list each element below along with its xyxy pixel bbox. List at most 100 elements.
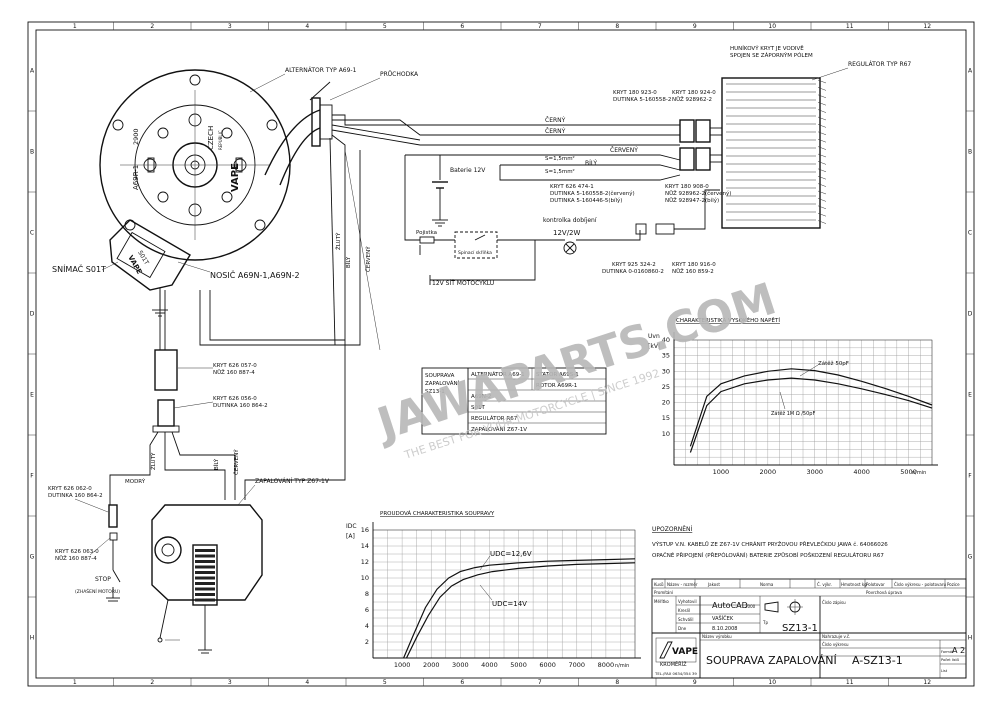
charge-lamp-label: kontrolka dobíjení [543, 217, 597, 224]
frame-row-left-F: F [30, 473, 34, 480]
parts-set-line3: SZ13-1 [425, 389, 445, 395]
tb-nazev-vyrobku: Název výrobku [702, 634, 732, 639]
frame-row-right-B: B [968, 149, 972, 156]
tb-title: SOUPRAVA ZAPALOVÁNÍ [706, 654, 837, 667]
y-tick-label: 16 [361, 526, 369, 534]
tb-h-cislo-polotovaru: Číslo výkresu - polotovaru [894, 582, 947, 587]
parts-set-line2: ZAPALOVÁNÍ [425, 380, 460, 387]
y-tick-label: 25 [662, 383, 670, 391]
parts-set-line1: SOUPRAVA [425, 373, 455, 379]
series-line-1 [689, 368, 933, 447]
y-axis-label-unit: [A] [346, 533, 355, 540]
x-tick-label: 4000 [481, 661, 498, 669]
frame-col-bottom-4: 4 [305, 679, 309, 686]
parts-stator: STATOR A69S-1 [536, 372, 579, 378]
chart-title: CHARAKTERISTIKA VYSOKÉHO NAPĚTÍ [676, 316, 780, 324]
kryt-908-line2: NŮŽ 928962-2(červený) [665, 189, 731, 197]
ignition-switch-label: Spínací skříňka [458, 249, 492, 256]
notes-title: UPOZORNĚNÍ [652, 525, 693, 533]
vape-rotor-logo: VAPE [230, 163, 241, 192]
parts-row-4: ZAPALOVÁNÍ Z67-1V [471, 426, 527, 433]
tb-h-nazev: Název - rozměr [667, 582, 698, 587]
alternator-label: ALTERNÁTOR TYP A69-1 [285, 67, 357, 74]
kryt-925-line2: DUTINKA 0-0160860-2 [602, 269, 664, 275]
tb-nahrazuje: Nahrazuje v.č. [822, 634, 850, 639]
series-line-2 [689, 377, 933, 453]
kryt-924-line1: KRYT 180 924-0 [672, 90, 716, 96]
tb-pocet-listu: Počet listů [941, 658, 959, 662]
rotor-number: 2900 [132, 128, 140, 145]
frame-col-bottom-12: 12 [923, 679, 931, 686]
regulator-connectors [679, 119, 722, 171]
x-axis-label: n/min [912, 470, 926, 476]
series-label-1: Zátěž 50pF [818, 360, 849, 367]
engine-kill-label: (ZHAŠENÍ MOTORU) [75, 588, 120, 595]
frame-col-bottom-5: 5 [383, 679, 387, 686]
kryt-626-line1: KRYT 626 474-1 [550, 184, 594, 190]
x-tick-label: 5000 [510, 661, 527, 669]
frame-col-top-12: 12 [923, 23, 931, 30]
frame-row-left-B: B [30, 149, 34, 156]
y-tick-label: 20 [662, 399, 670, 407]
frame-row-right-G: G [968, 554, 973, 561]
frame-row-left-A: A [30, 68, 35, 75]
kryt-657-line1: KRYT 626 057-0 [213, 363, 257, 369]
notes-line1: VÝSTUP V.N. KABELŮ ZE Z67-1V CHRÁNIT PRY… [652, 540, 888, 548]
x-tick-label: 6000 [539, 661, 556, 669]
frame-row-left-C: C [30, 230, 34, 237]
tb-h-pozice: Pozice [947, 582, 960, 587]
tb-drawing-no: A-SZ13-1 [852, 654, 903, 667]
wire-label-cerveny-h: ČERVENÝ [610, 147, 638, 154]
y-tick-label: 10 [662, 430, 670, 438]
wire-label-zluty-1: ŽLUTÝ [334, 232, 342, 250]
tb-date: 8.10.2008 [712, 626, 737, 632]
x-axis-label: n/min [615, 663, 629, 669]
parts-row-3: REGULÁTOR R67 [471, 415, 518, 422]
battery-circuit [404, 154, 720, 285]
frame-col-bottom-6: 6 [460, 679, 464, 686]
company-name: VAPE [672, 647, 698, 657]
outer-frame [27, 21, 975, 687]
frame-ticks [28, 22, 974, 686]
y-tick-label: 35 [662, 352, 670, 360]
frame-col-top-11: 11 [846, 23, 854, 30]
frame-row-right-F: F [968, 473, 972, 480]
kryt-657-line2: NŮŽ 160 887-4 [213, 368, 255, 376]
motorcycle-network-label: 12V SÍŤ MOTOCYKLU [432, 279, 494, 287]
frame-col-top-8: 8 [615, 23, 619, 30]
charge-lamp-rating: 12V/2W [553, 229, 581, 237]
x-tick-label: 3000 [806, 468, 823, 476]
tb-format: A 2 [952, 646, 965, 655]
tb-cislo-vykresu: Číslo výkresu [822, 642, 849, 647]
kryt-658-line1: KRYT 626 056-0 [213, 396, 257, 402]
frame-col-top-10: 10 [768, 23, 776, 30]
company-tel: TEL./FAX 0634/354 39 [654, 671, 697, 676]
alternator-cable [199, 81, 680, 351]
tb-h-polotovar: Polotovar [866, 582, 885, 587]
kryt-923-line2: DUTINKA 5-160558-2 [613, 97, 671, 103]
parts-rotor: ROTOR A69R-1 [536, 383, 577, 389]
tb-role-4: Dne [678, 626, 687, 631]
parts-table: SOUPRAVA ZAPALOVÁNÍ SZ13-1 ALTERNÁTOR A6… [421, 367, 607, 435]
tb-tp: Tp [762, 620, 768, 625]
ignition-connectors [109, 290, 346, 505]
frame-col-bottom-7: 7 [538, 679, 542, 686]
frame-row-left-G: G [30, 554, 35, 561]
y-tick-label: 15 [662, 414, 670, 422]
frame-row-right-H: H [968, 635, 973, 642]
kryt-924-line2: NŮŽ 928962-2 [672, 95, 712, 103]
tb-h-cvykr: Č. výkr. [817, 582, 832, 587]
frame-col-top-2: 2 [150, 23, 154, 30]
rotor-code: A69R-1 [132, 165, 140, 190]
tb-cislo-zapisu: Číslo zápisu [822, 600, 846, 605]
y-axis-label-quantity: IDC [346, 523, 357, 530]
y-tick-label: 10 [361, 574, 369, 582]
tb-format-label: Formát [941, 650, 954, 654]
x-tick-label: 4000 [853, 468, 870, 476]
frame-col-top-5: 5 [383, 23, 387, 30]
y-tick-label: 12 [361, 558, 369, 566]
wire-label-cerny-1: ČERNÝ [545, 117, 566, 124]
company-logo-mark [659, 641, 673, 659]
